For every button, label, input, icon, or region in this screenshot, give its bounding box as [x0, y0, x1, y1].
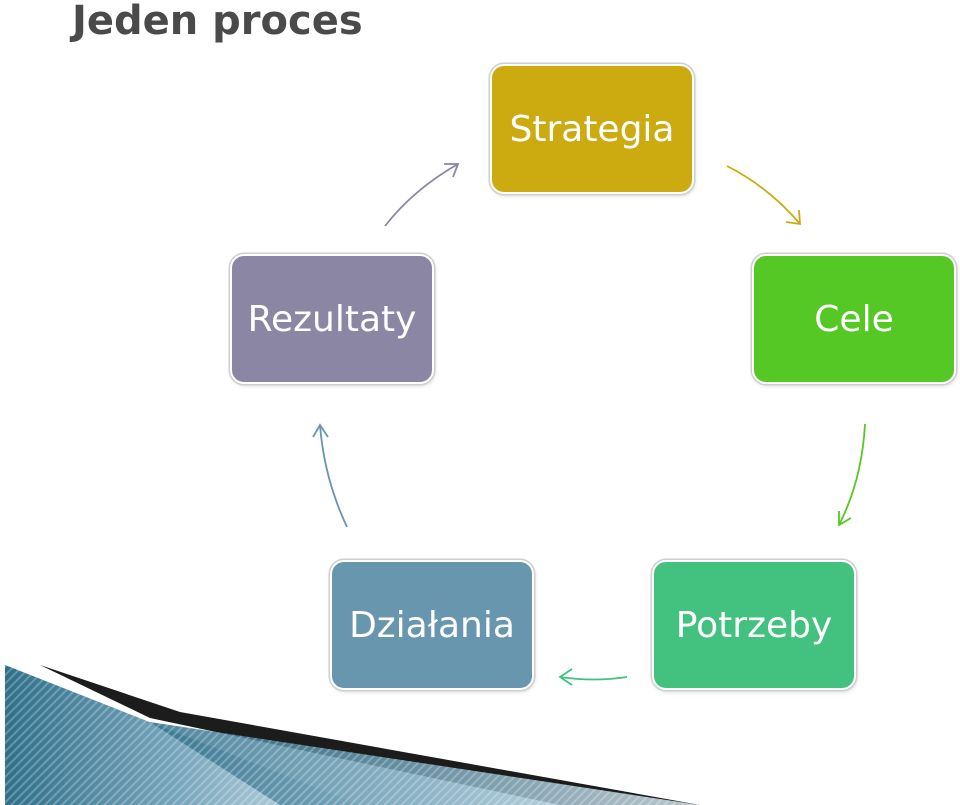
- slide-title: Jeden proces: [72, 0, 363, 44]
- node-cele-label: Cele: [814, 298, 894, 340]
- arrowhead-strategia-to-cele: [785, 209, 801, 226]
- node-dzialania-label: Działania: [349, 604, 515, 646]
- arrow-potrzeby-to-dzialania: [559, 676, 628, 681]
- corner-swoosh-base: [5, 665, 360, 805]
- node-cele: Cele: [752, 254, 956, 384]
- arrowhead-dzialania-to-rezultaty: [312, 423, 329, 438]
- node-strategia-label: Strategia: [509, 108, 675, 150]
- corner-swoosh-light-stripes: [150, 722, 700, 805]
- arrow-dzialania-to-rezultaty: [319, 424, 348, 528]
- node-dzialania: Działania: [330, 560, 534, 690]
- arrow-rezultaty-to-strategia: [384, 163, 459, 227]
- node-rezultaty: Rezultaty: [230, 254, 434, 384]
- arrowhead-rezultaty-to-strategia: [444, 163, 460, 178]
- node-potrzeby-label: Potrzeby: [675, 604, 833, 646]
- arrowhead-cele-to-potrzeby: [838, 511, 852, 527]
- arrowhead-potrzeby-to-dzialania: [558, 668, 573, 686]
- corner-swoosh-light: [150, 722, 700, 805]
- arrow-cele-to-potrzeby: [838, 423, 866, 526]
- corner-swoosh-stripes: [5, 665, 360, 805]
- node-strategia: Strategia: [490, 64, 694, 194]
- node-potrzeby: Potrzeby: [652, 560, 856, 690]
- node-rezultaty-label: Rezultaty: [247, 298, 417, 340]
- arrow-strategia-to-cele: [726, 165, 801, 225]
